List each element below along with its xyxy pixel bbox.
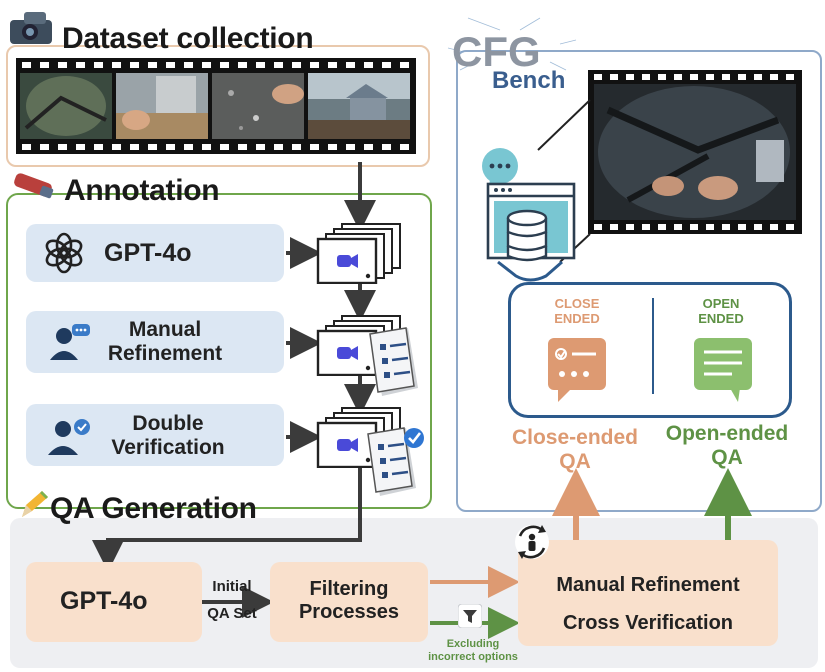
frame-2 bbox=[116, 73, 208, 139]
video-frame-icon bbox=[316, 223, 401, 284]
open-card-line2: ENDED bbox=[698, 310, 744, 326]
step-box-double bbox=[26, 404, 284, 466]
close-card-line1: CLOSE bbox=[554, 296, 600, 311]
section-title-dataset: Dataset collection bbox=[62, 22, 314, 55]
excluding-line1: Excluding bbox=[446, 638, 500, 650]
open-ended-qa-label: Open-ended QA bbox=[654, 422, 800, 470]
section-title-qa-generation: QA Generation bbox=[50, 492, 257, 525]
manual-cross-line1: Manual Refinement bbox=[556, 574, 740, 596]
close-qa-line1: Close-ended bbox=[511, 426, 639, 449]
manual-step-line1: Manual bbox=[128, 318, 202, 341]
open-qa-line2: QA bbox=[711, 446, 743, 470]
logo-bottom-text: Bench bbox=[492, 67, 565, 94]
openai-logo-icon bbox=[45, 232, 83, 274]
excluding-line2: incorrect options bbox=[428, 651, 518, 664]
qa-gpt4o-box bbox=[26, 562, 202, 642]
filtering-label: Filtering Processes bbox=[270, 578, 428, 624]
user-verify-icon bbox=[48, 419, 90, 455]
bench-video-frame bbox=[588, 70, 802, 234]
excluding-label: Excluding incorrect options bbox=[408, 638, 538, 664]
section-title-annotation: Annotation bbox=[64, 174, 220, 207]
frame-4 bbox=[308, 73, 410, 139]
gpt4o-step-label: GPT-4o bbox=[104, 239, 192, 267]
filtering-line2: Processes bbox=[298, 601, 400, 623]
double-step-line2: Verification bbox=[111, 436, 225, 460]
user-chat-icon bbox=[50, 324, 90, 360]
database-icon bbox=[482, 148, 576, 262]
logo-top-text: CFG bbox=[452, 28, 541, 75]
filtering-line1: Filtering bbox=[309, 578, 389, 600]
pencil-icon bbox=[22, 491, 48, 517]
open-ended-card-icon bbox=[694, 338, 752, 402]
funnel-icon bbox=[458, 604, 482, 628]
frame-3 bbox=[212, 73, 304, 139]
card-divider bbox=[652, 298, 654, 394]
manual-cross-label: Manual Refinement Cross Verification bbox=[518, 566, 778, 642]
double-step-label: Double Verification bbox=[100, 412, 236, 460]
initial-qa-line1: Initial bbox=[212, 578, 252, 595]
checklist-icon bbox=[369, 327, 418, 396]
close-qa-line2: QA bbox=[559, 450, 591, 474]
open-qa-line1: Open-ended bbox=[665, 422, 789, 445]
filtering-box bbox=[270, 562, 428, 642]
initial-qa-line2: QA Set bbox=[207, 605, 257, 623]
initial-qa-set-label: Initial QA Set bbox=[200, 578, 264, 623]
person-cycle-icon bbox=[515, 525, 549, 559]
cfg-bench-logo: CFG Bench bbox=[447, 17, 577, 94]
open-ended-card-label: OPEN ENDED bbox=[682, 296, 760, 327]
marker-icon bbox=[14, 173, 54, 199]
close-card-line2: ENDED bbox=[554, 310, 600, 326]
film-strip bbox=[16, 58, 416, 154]
camera-icon bbox=[10, 12, 52, 44]
checklist-icon bbox=[367, 427, 424, 496]
qa-gpt4o-label: GPT-4o bbox=[60, 587, 148, 615]
frame-1 bbox=[20, 73, 112, 139]
close-ended-qa-label: Close-ended QA bbox=[502, 426, 648, 474]
manual-cross-line2: Cross Verification bbox=[562, 612, 734, 634]
manual-step-label: Manual Refinement bbox=[100, 318, 230, 366]
double-step-line1: Double bbox=[132, 412, 204, 435]
manual-refinement-box bbox=[518, 540, 778, 646]
close-ended-card-label: CLOSE ENDED bbox=[538, 296, 616, 327]
close-ended-card-icon bbox=[548, 338, 606, 402]
manual-step-line2: Refinement bbox=[107, 342, 223, 366]
open-card-line1: OPEN bbox=[702, 296, 740, 311]
